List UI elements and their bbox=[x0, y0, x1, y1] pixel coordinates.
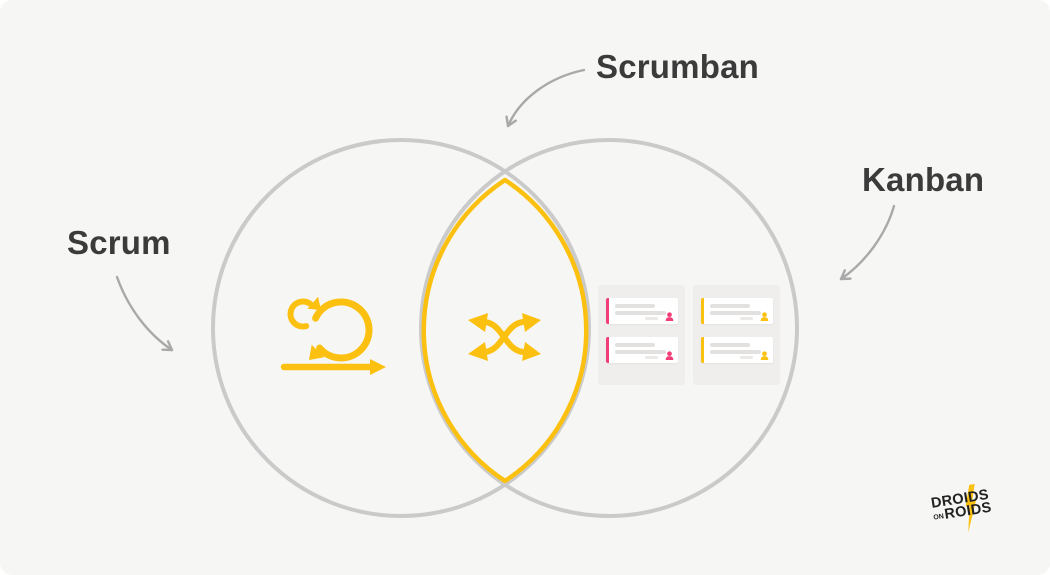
card-text-line bbox=[614, 311, 666, 315]
user-avatar-icon bbox=[760, 351, 768, 360]
kanban-card bbox=[605, 298, 678, 324]
card-text-line bbox=[709, 350, 761, 354]
kanban-column-right bbox=[693, 285, 780, 385]
card-accent-stripe bbox=[605, 298, 609, 324]
label-kanban: Kanban bbox=[862, 161, 985, 198]
scrumban-pointer-arrow bbox=[505, 68, 586, 128]
label-scrumban: Scrumban bbox=[596, 48, 759, 85]
card-text-line bbox=[709, 304, 750, 308]
kanban-circle bbox=[419, 138, 799, 518]
kanban-card bbox=[700, 298, 773, 324]
label-scrum: Scrum bbox=[67, 224, 171, 261]
kanban-card bbox=[605, 337, 678, 363]
card-accent-stripe bbox=[700, 298, 704, 324]
card-meta-line bbox=[739, 356, 753, 359]
shuffle-arrows-icon bbox=[468, 313, 541, 361]
sprint-loop-icon bbox=[280, 296, 386, 375]
kanban-card bbox=[700, 337, 773, 363]
card-text-line bbox=[709, 343, 750, 347]
card-text-line bbox=[614, 343, 655, 347]
scrum-circle bbox=[211, 138, 591, 518]
card-accent-stripe bbox=[700, 337, 704, 363]
logo-on-text: ON bbox=[933, 513, 945, 522]
card-accent-stripe bbox=[605, 337, 609, 363]
user-avatar-icon bbox=[665, 312, 673, 321]
scrum-pointer-arrow bbox=[115, 275, 174, 352]
card-text-line bbox=[709, 311, 761, 315]
card-meta-line bbox=[644, 317, 658, 320]
kanban-pointer-arrow bbox=[839, 204, 896, 281]
card-text-line bbox=[614, 304, 655, 308]
kanban-column-left bbox=[598, 285, 685, 385]
kanban-board bbox=[598, 285, 780, 385]
scrumban-intersection-outline bbox=[421, 177, 589, 484]
card-meta-line bbox=[644, 356, 658, 359]
card-meta-line bbox=[739, 317, 753, 320]
lightning-bolt-icon bbox=[965, 483, 977, 533]
user-avatar-icon bbox=[665, 351, 673, 360]
card-text-line bbox=[614, 350, 666, 354]
user-avatar-icon bbox=[760, 312, 768, 321]
droids-on-roids-logo: DROIDS ONROIDS bbox=[930, 483, 1007, 533]
